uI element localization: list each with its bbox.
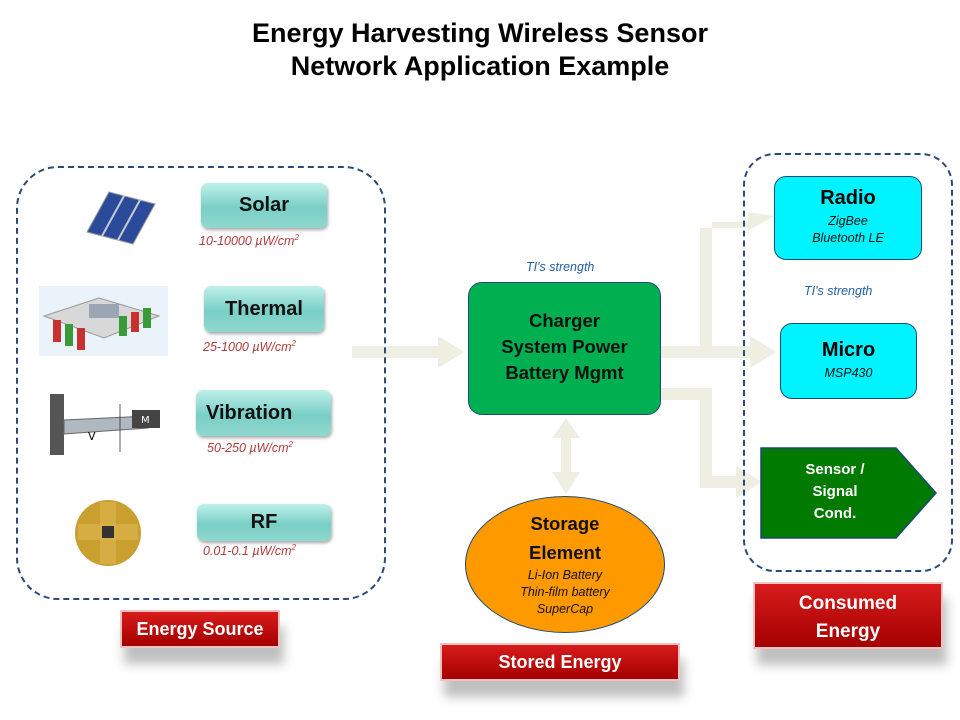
consumed-energy-group [743,153,953,572]
sensor-line1: Sensor / [805,461,865,478]
micro-title: Micro [821,339,876,361]
thermal-power-density: 25-1000 µW/cm2 [203,339,296,355]
micro-sub: MSP430 [824,366,873,380]
radio-sub-ble: Bluetooth LE [812,231,884,245]
solar-power-density: 10-10000 µW/cm2 [199,233,299,249]
storage-item: Li-Ion Battery [527,568,603,582]
energy-source-group [16,166,386,600]
diagram-title-line2: Network Application Example [290,51,670,81]
storage-item: Thin-film battery [520,585,610,599]
sensor-shape [760,447,938,539]
charger-line1: Charger [529,310,600,331]
arrow-charger-to-sensor [660,388,762,498]
radio-box: Radio ZigBee Bluetooth LE [774,176,922,260]
stored-energy-label: Stored Energy [440,643,680,681]
rf-power-density: 0.01-0.1 µW/cm2 [203,543,296,559]
consumed-energy-label: Consumed Energy [753,582,943,649]
arrow-charger-to-micro [660,336,776,368]
sensor-label: Sensor / Signal Cond. [770,459,900,525]
sensor-line2: Signal [812,483,858,500]
rf-source-box: RF [197,504,331,541]
vibration-power-density: 50-250 µW/cm2 [207,440,293,456]
arrow-charger-storage [552,418,580,494]
thermal-source-box: Thermal [204,286,324,332]
charger-strength-note: TI's strength [526,260,595,274]
radio-sub-zigbee: ZigBee [828,214,868,228]
arrow-charger-to-radio [700,212,774,358]
charger-line2: System Power [501,336,628,357]
svg-text:V: V [88,430,96,443]
energy-source-label: Energy Source [120,610,280,648]
rf-harvester-image [70,490,146,576]
thermal-generator-image [39,286,168,356]
storage-line2: Element [529,542,601,563]
diagram-title-line1: Energy Harvesting Wireless Sensor [252,18,708,48]
solar-cell-image [83,184,158,250]
sensor-line3: Cond. [813,505,857,522]
consumed-energy-line1: Consumed [798,593,898,614]
storage-item: SuperCap [536,602,594,616]
micro-box: Micro MSP430 [780,323,917,399]
vibration-source-box: Vibration [196,390,331,436]
charger-line3: Battery Mgmt [505,362,624,383]
radio-title: Radio [820,187,876,209]
charger-box: Charger System Power Battery Mgmt [468,282,661,415]
consumed-energy-line2: Energy [815,621,881,642]
arrow-source-to-charger [352,336,464,368]
storage-element-ellipse: Storage Element Li-Ion Battery Thin-film… [465,496,665,633]
storage-line1: Storage [530,513,600,534]
micro-strength-note: TI's strength [804,284,873,298]
solar-source-box: Solar [201,183,327,228]
svg-text:M: M [141,415,150,426]
